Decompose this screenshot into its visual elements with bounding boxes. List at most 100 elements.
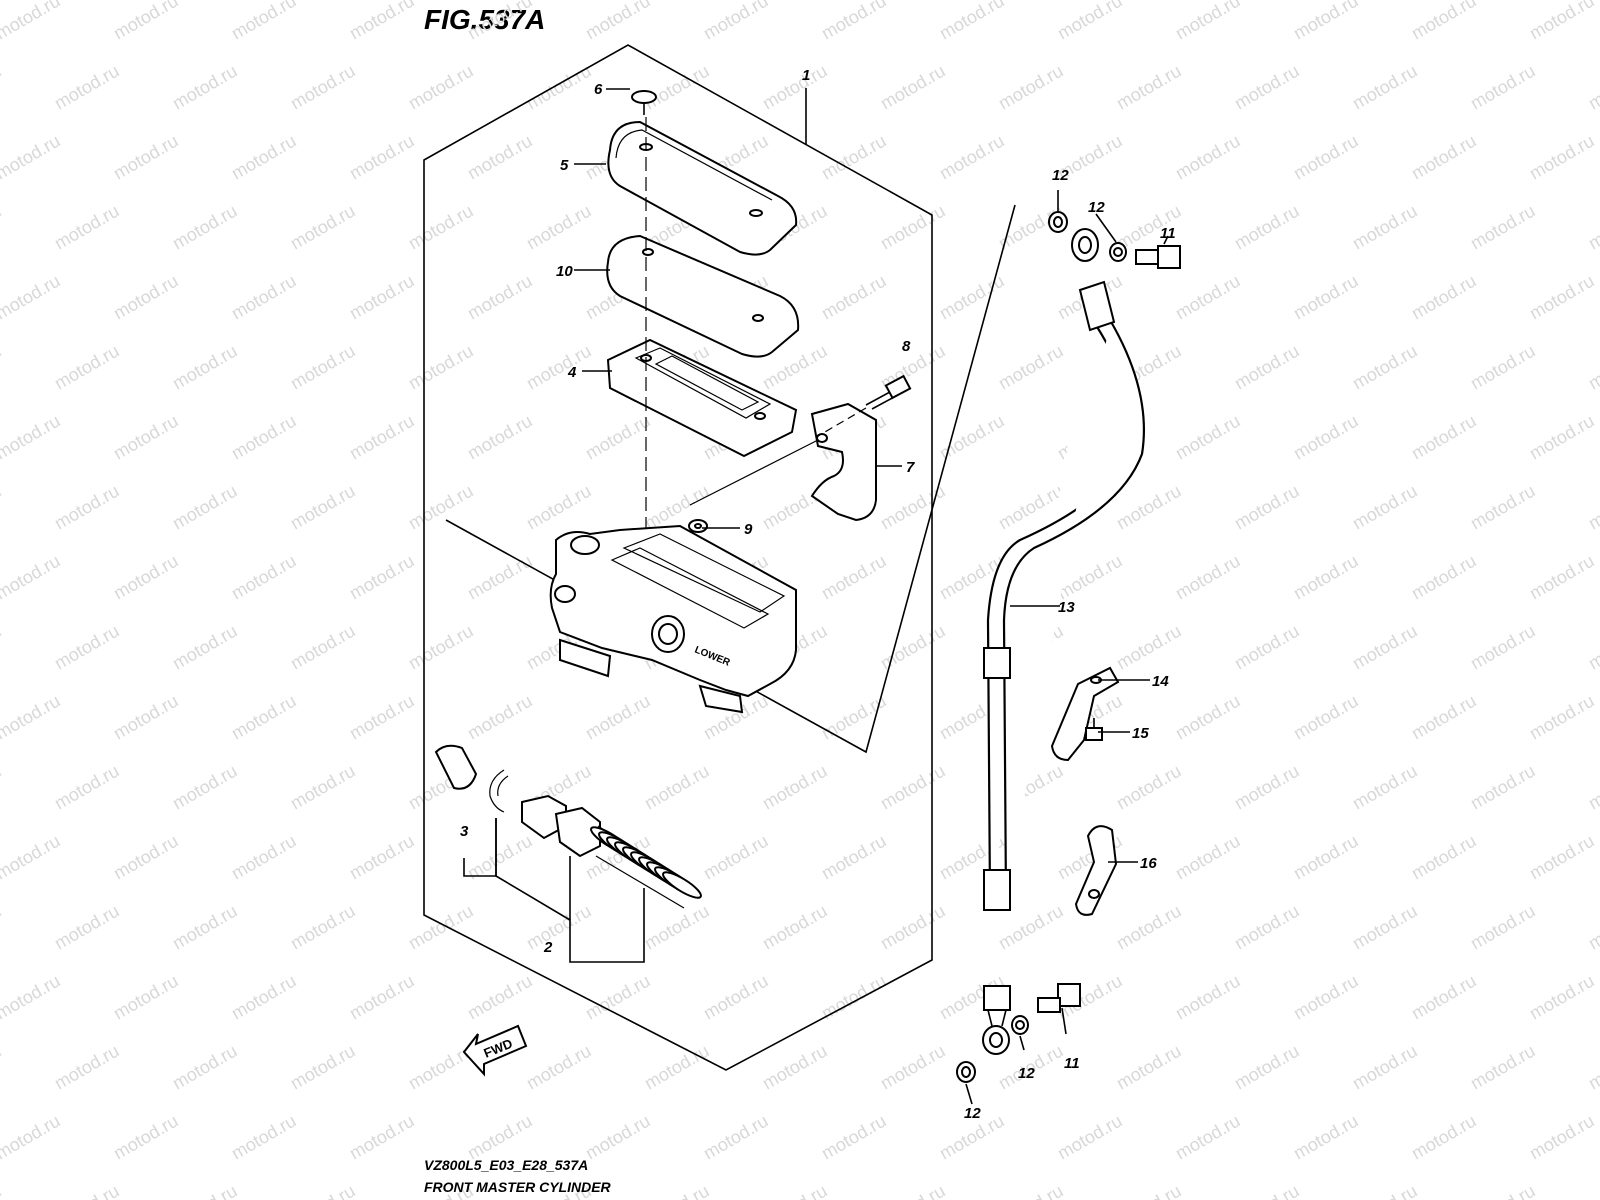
watermark-text: motod.ru [169, 1181, 241, 1200]
watermark-text: motod.ru [0, 271, 64, 324]
watermark-text: motod.ru [110, 971, 182, 1024]
watermark-text: motod.ru [641, 1041, 713, 1094]
watermark-text: motod.ru [1231, 1041, 1303, 1094]
watermark-text: motod.ru [1467, 1041, 1539, 1094]
watermark-text: motod.ru [0, 1041, 5, 1094]
callout-1: 1 [802, 67, 810, 84]
watermark-text: motod.ru [1585, 761, 1600, 814]
watermark-text: motod.ru [1349, 341, 1421, 394]
watermark-text: motod.ru [0, 201, 5, 254]
callout-8: 8 [902, 338, 911, 355]
watermark-text: motod.ru [1467, 61, 1539, 114]
watermark-text: motod.ru [169, 901, 241, 954]
callout-4: 4 [567, 364, 577, 381]
watermark-text: motod.ru [0, 0, 64, 43]
watermark-text: motod.ru [1172, 551, 1244, 604]
piston-kit-part [434, 744, 702, 909]
watermark-text: motod.ru [818, 0, 890, 43]
watermark-text: motod.ru [759, 61, 831, 114]
watermark-text: motod.ru [700, 0, 772, 43]
watermark-text: motod.ru [169, 1041, 241, 1094]
watermark-text: motod.ru [169, 481, 241, 534]
watermark-text: motod.ru [877, 61, 949, 114]
watermark-text: motod.ru [1113, 481, 1185, 534]
washers-part [956, 211, 1127, 1083]
watermark-text: motod.ru [0, 481, 5, 534]
watermark-text: motod.ru [0, 1111, 64, 1164]
watermark-text: motod.ru [1467, 481, 1539, 534]
watermark-text: motod.ru [995, 341, 1067, 394]
watermark-text: motod.ru [51, 1181, 123, 1200]
watermark-text: motod.ru [110, 271, 182, 324]
watermark-text: motod.ru [464, 551, 536, 604]
watermark-text: motod.ru [641, 901, 713, 954]
watermark-text: motod.ru [169, 621, 241, 674]
watermark-text: motod.ru [1526, 831, 1598, 884]
screw-part [631, 90, 657, 115]
watermark-text: motod.ru [405, 621, 477, 674]
watermark-text: motod.ru [818, 1111, 890, 1164]
watermark-text: motod.ru [818, 271, 890, 324]
watermark-text: motod.ru [759, 1181, 831, 1200]
watermark-text: motod.ru [51, 621, 123, 674]
callout-11-top: 11 [1160, 225, 1176, 242]
watermark-text: motod.ru [1172, 1111, 1244, 1164]
watermark-text: motod.ru [464, 131, 536, 184]
watermark-text: motod.ru [464, 971, 536, 1024]
leader-lines [574, 88, 1169, 1105]
watermark-text: motod.ru [169, 341, 241, 394]
union-bolt-bottom-part [1037, 983, 1081, 1013]
master-cylinder-body: LOWER [549, 524, 797, 714]
watermark-text: motod.ru [110, 131, 182, 184]
watermark-text: motod.ru [1585, 1181, 1600, 1200]
watermark-text: motod.ru [0, 971, 64, 1024]
watermark-text: motod.ru [1408, 271, 1480, 324]
watermark-text: motod.ru [1526, 691, 1598, 744]
watermark-text: motod.ru [1526, 131, 1598, 184]
watermark-text: motod.ru [1467, 1181, 1539, 1200]
watermark-text: motod.ru [169, 201, 241, 254]
watermark-text: motod.ru [287, 201, 359, 254]
watermark-text: motod.ru [582, 0, 654, 43]
watermark-text: motod.ru [1172, 691, 1244, 744]
callout-11-bottom: 11 [1064, 1055, 1080, 1072]
watermark-text: motod.ru [1231, 761, 1303, 814]
watermark-text: motod.ru [405, 901, 477, 954]
callout-14: 14 [1152, 673, 1169, 690]
callout-12-top-right: 12 [1088, 199, 1105, 216]
spring-part [590, 826, 702, 899]
callout-15: 15 [1132, 725, 1149, 742]
watermark-text: motod.ru [110, 551, 182, 604]
callout-9: 9 [744, 521, 753, 538]
watermark-text: motod.ru [1231, 621, 1303, 674]
watermark-text: motod.ru [582, 971, 654, 1024]
watermark-text: motod.ru [1290, 831, 1362, 884]
watermark-text: motod.ru [346, 551, 418, 604]
watermark-text: motod.ru [1113, 901, 1185, 954]
watermark-text: motod.ru [1585, 341, 1600, 394]
watermark-text: motod.ru [1585, 621, 1600, 674]
watermark-text: motod.ru [1349, 481, 1421, 534]
watermark-text: motod.ru [346, 1111, 418, 1164]
watermark-text: motod.ru [523, 201, 595, 254]
watermark-text: motod.ru [1290, 0, 1362, 43]
watermark-text: motod.ru [1231, 481, 1303, 534]
watermark-text: motod.ru [287, 1181, 359, 1200]
watermark-text: motod.ru [936, 131, 1008, 184]
watermark-text: motod.ru [1172, 131, 1244, 184]
watermark-text: motod.ru [1172, 0, 1244, 43]
watermark-text: motod.ru [287, 761, 359, 814]
watermark-text: motod.ru [1526, 551, 1598, 604]
callout-6: 6 [594, 81, 603, 98]
watermark-text: motod.ru [346, 0, 418, 43]
watermark-text: motod.ru [228, 0, 300, 43]
watermark-text: motod.ru [1172, 271, 1244, 324]
watermark-text: motod.ru [1172, 411, 1244, 464]
watermark-text: motod.ru [0, 901, 5, 954]
watermark-text: motod.ru [110, 0, 182, 43]
watermark-text: motod.ru [1526, 971, 1598, 1024]
callout-12-top-left: 12 [1052, 167, 1069, 184]
callout-5: 5 [560, 157, 569, 174]
watermark-text: motod.ru [1054, 1111, 1126, 1164]
